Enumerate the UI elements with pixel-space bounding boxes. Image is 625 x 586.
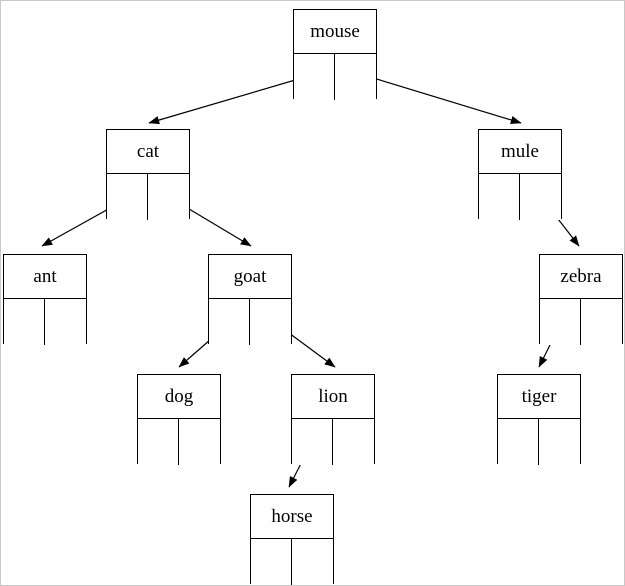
node-label-ant: ant xyxy=(4,255,86,299)
node-left-pointer-ant[interactable] xyxy=(4,299,45,345)
tree-node-ant[interactable]: ant xyxy=(3,254,87,345)
tree-node-cat[interactable]: cat xyxy=(106,129,190,220)
node-pointer-cells-dog xyxy=(138,419,220,465)
node-left-pointer-zebra[interactable] xyxy=(540,299,581,345)
node-left-pointer-mouse[interactable] xyxy=(294,54,335,100)
node-label-tiger: tiger xyxy=(498,375,580,419)
tree-node-zebra[interactable]: zebra xyxy=(539,254,623,345)
node-pointer-cells-tiger xyxy=(498,419,580,465)
node-label-cat: cat xyxy=(107,130,189,174)
node-right-pointer-horse[interactable] xyxy=(292,539,333,585)
node-left-pointer-tiger[interactable] xyxy=(498,419,539,465)
node-label-dog: dog xyxy=(138,375,220,419)
node-right-pointer-cat[interactable] xyxy=(148,174,189,220)
tree-node-tiger[interactable]: tiger xyxy=(497,374,581,465)
edge-mouse-to-mule xyxy=(356,72,522,125)
node-left-pointer-mule[interactable] xyxy=(479,174,520,220)
node-right-pointer-goat[interactable] xyxy=(250,299,291,345)
node-pointer-cells-horse xyxy=(251,539,333,585)
node-right-pointer-mouse[interactable] xyxy=(335,54,376,100)
node-right-pointer-lion[interactable] xyxy=(333,419,374,465)
node-pointer-cells-goat xyxy=(209,299,291,345)
node-left-pointer-dog[interactable] xyxy=(138,419,179,465)
node-label-goat: goat xyxy=(209,255,291,299)
node-right-pointer-dog[interactable] xyxy=(179,419,220,465)
node-label-mule: mule xyxy=(479,130,561,174)
node-pointer-cells-cat xyxy=(107,174,189,220)
node-label-zebra: zebra xyxy=(540,255,622,299)
node-pointer-cells-zebra xyxy=(540,299,622,345)
tree-node-mule[interactable]: mule xyxy=(478,129,562,220)
tree-node-lion[interactable]: lion xyxy=(291,374,375,465)
node-label-lion: lion xyxy=(292,375,374,419)
node-label-horse: horse xyxy=(251,495,333,539)
node-left-pointer-lion[interactable] xyxy=(292,419,333,465)
node-left-pointer-goat[interactable] xyxy=(209,299,250,345)
node-right-pointer-mule[interactable] xyxy=(520,174,561,220)
node-right-pointer-tiger[interactable] xyxy=(539,419,580,465)
node-left-pointer-cat[interactable] xyxy=(107,174,148,220)
node-label-mouse: mouse xyxy=(294,10,376,54)
node-pointer-cells-lion xyxy=(292,419,374,465)
node-right-pointer-ant[interactable] xyxy=(45,299,86,345)
tree-node-dog[interactable]: dog xyxy=(137,374,221,465)
tree-node-goat[interactable]: goat xyxy=(208,254,292,345)
node-left-pointer-horse[interactable] xyxy=(251,539,292,585)
node-pointer-cells-ant xyxy=(4,299,86,345)
node-right-pointer-zebra[interactable] xyxy=(581,299,622,345)
node-pointer-cells-mule xyxy=(479,174,561,220)
node-pointer-cells-mouse xyxy=(294,54,376,100)
tree-node-mouse[interactable]: mouse xyxy=(293,9,377,100)
tree-node-horse[interactable]: horse xyxy=(250,494,334,585)
